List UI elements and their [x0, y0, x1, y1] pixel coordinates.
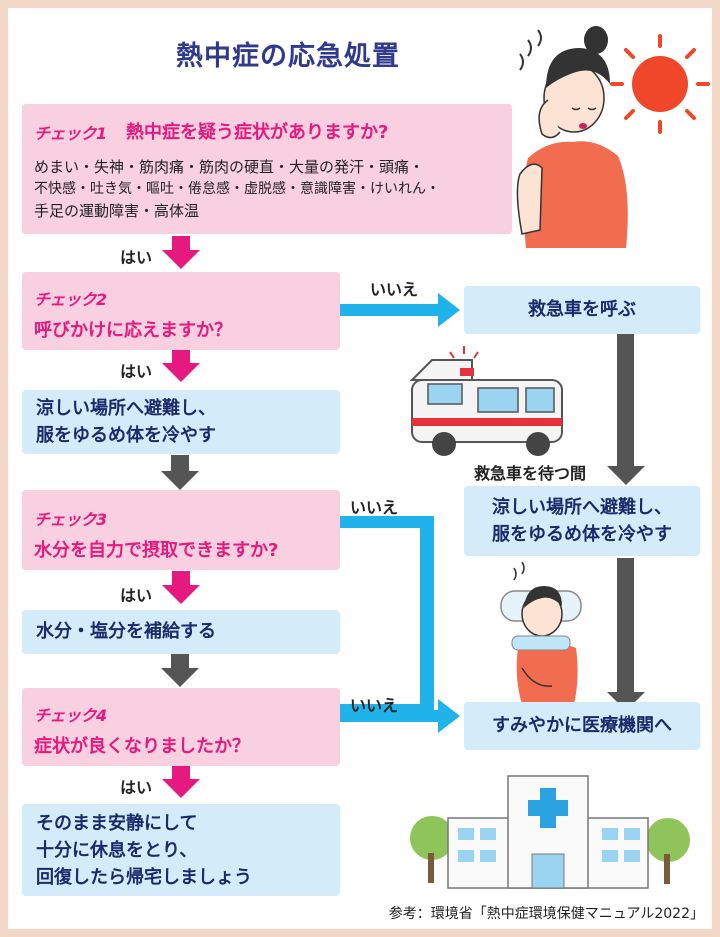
no-label-4: いいえ [350, 696, 399, 715]
call-ambulance-box: 救急車を呼ぶ [464, 286, 700, 334]
check1-symptoms: めまい・失神・筋肉痛・筋肉の硬直・大量の発汗・頭痛・ 不快感・吐き気・嘔吐・倦怠… [34, 156, 508, 222]
right-cool-down-box: 涼しい場所へ避難し、 服をゆるめ体を冷やす [464, 486, 700, 556]
cool-down-line-2: 服をゆるめ体を冷やす [36, 425, 216, 446]
right-cool-down-text: 涼しい場所へ避難し、 服をゆるめ体を冷やす [464, 494, 700, 548]
rest-line-3: 回復したら帰宅しましょう [36, 867, 252, 888]
arrows-layer [161, 26, 710, 889]
footnote: 参考：環境省「熱中症環境保健マニュアル2022」 [388, 906, 704, 922]
arrow-no-4 [340, 699, 460, 733]
symptoms-line-3: 手足の運動障害・高体温 [34, 202, 200, 220]
rest-line-2: 十分に休息をとり、 [36, 840, 198, 861]
cool-down-line-1: 涼しい場所へ避難し、 [36, 398, 216, 419]
no-label-2: いいえ [370, 280, 419, 299]
check2-question: 呼びかけに応えますか？ [34, 320, 232, 341]
check1-box: チェック1 熱中症を疑う症状がありますか? めまい・失神・筋肉痛・筋肉の硬直・大… [22, 104, 512, 234]
ambulance-illustration [409, 346, 563, 456]
arrow-gray-2 [161, 652, 199, 687]
check2-tag: チェック2 [34, 290, 107, 309]
arrow-yes-4 [162, 765, 200, 798]
check3-question: 水分を自力で摂取できますか? [34, 540, 279, 561]
yes-label-2: はい [120, 362, 153, 381]
rest-text: そのまま安静にして 十分に休息をとり、 回復したら帰宅しましょう [36, 810, 252, 891]
hospital-text: すみやかに医療機関へ [492, 715, 672, 736]
yes-label-4: はい [120, 778, 153, 797]
check3-box: チェック3 水分を自力で摂取できますか? [22, 490, 340, 570]
symptoms-line-2: 不快感・吐き気・嘔吐・倦怠感・虚脱感・意識障害・けいれん・ [34, 181, 440, 197]
rest-box: そのまま安静にして 十分に休息をとり、 回復したら帰宅しましょう [22, 804, 340, 896]
arrow-gray-1 [161, 455, 199, 490]
hydrate-text: 水分・塩分を補給する [36, 621, 216, 642]
hospital-box: すみやかに医療機関へ [464, 702, 700, 750]
check4-box: チェック4 症状が良くなりましたか？ [22, 688, 340, 766]
flowchart-canvas: 熱中症の応急処置 チェック1 熱中症を疑う症状がありますか? めまい・失神・筋肉… [8, 8, 712, 929]
hydrate-box: 水分・塩分を補給する [22, 610, 340, 654]
sun-icon [610, 34, 710, 134]
arrow-yes-1 [162, 236, 200, 269]
arrow-yes-3 [162, 571, 200, 604]
arrow-yes-2 [162, 349, 200, 382]
right-cool-down-line-2: 服をゆるめ体を冷やす [492, 524, 672, 545]
cool-down-text: 涼しい場所へ避難し、 服をゆるめ体を冷やす [36, 395, 216, 449]
arrow-no-2 [340, 293, 460, 327]
page-title: 熱中症の応急処置 [176, 41, 400, 72]
check1-tag: チェック1 [34, 124, 107, 143]
symptoms-line-1: めまい・失神・筋肉痛・筋肉の硬直・大量の発汗・頭痛・ [34, 158, 425, 176]
dizzy-person-illustration [516, 26, 628, 248]
cooling-person-illustration [500, 561, 582, 704]
check2-box: チェック2 呼びかけに応えますか？ [22, 272, 340, 350]
check4-question: 症状が良くなりましたか？ [34, 736, 250, 757]
no-label-3: いいえ [350, 498, 399, 517]
check1-question: 熱中症を疑う症状がありますか? [126, 122, 389, 143]
arrow-no-3 [340, 516, 434, 716]
rest-line-1: そのまま安静にして [36, 813, 198, 834]
arrow-gray-right-2 [607, 558, 645, 711]
cool-down-box: 涼しい場所へ避難し、 服をゆるめ体を冷やす [22, 390, 340, 454]
hospital-illustration [410, 775, 690, 889]
waiting-label: 救急車を待つ間 [474, 464, 587, 483]
yes-label-1: はい [120, 248, 153, 267]
check3-tag: チェック3 [34, 510, 107, 529]
yes-label-3: はい [120, 586, 153, 605]
arrow-gray-right-1 [607, 334, 645, 485]
call-ambulance-text: 救急車を呼ぶ [528, 299, 636, 320]
right-cool-down-line-1: 涼しい場所へ避難し、 [492, 497, 672, 518]
check4-tag: チェック4 [34, 706, 107, 725]
